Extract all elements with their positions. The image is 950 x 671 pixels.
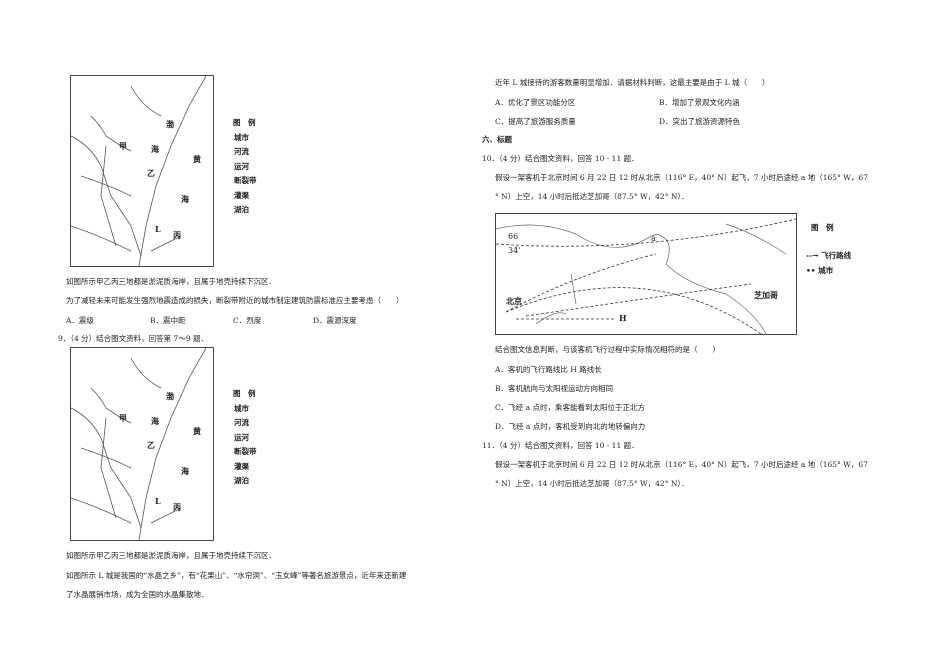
map-label: 丙 — [173, 502, 181, 512]
question-10: 10．（4 分）结合图文资料，回答 10 - 11 题． — [482, 154, 639, 163]
legend-item: 运河 — [234, 432, 249, 442]
question-stem: 结合图文信息判断，与该客机飞行过程中实际情况相符的是（ ） — [495, 345, 720, 354]
map-label: 丙 — [173, 230, 181, 240]
map-label: 海 — [151, 144, 159, 154]
paragraph: 假设一架客机于北京时间 6 月 22 日 12 时从北京（116° E，40° … — [495, 173, 868, 182]
option: A．优化了景区功能分区 — [495, 98, 576, 107]
map-legend-1: 图 例 城市 河流 运河 断裂带 灌渠 湖泊 — [218, 117, 257, 219]
legend-title: 图 例 — [233, 118, 256, 127]
section-heading: 六、标题 — [482, 135, 512, 144]
question-11: 11．（4 分）结合图文资料，回答 10 - 11 题． — [482, 441, 639, 450]
paragraph: 了水晶展销市场，成为全国的水晶集散地． — [66, 590, 209, 599]
option: D．飞经 a 点时，客机受到向北的地转偏向力 — [495, 422, 646, 431]
map-label: 北京 — [506, 296, 522, 306]
flight-route-icon: --→ — [806, 251, 822, 260]
question-8: 为了减轻未来可能发生强烈地震造成的损失，断裂带附近的城市制定建筑防震标准应主要考… — [66, 296, 404, 305]
option: B．震中距 — [150, 316, 186, 325]
legend-item: 断裂带 — [234, 176, 257, 185]
legend-item: 城市 — [818, 265, 834, 275]
map-label: 渤 — [166, 391, 174, 401]
legend-item: 湖泊 — [234, 205, 249, 214]
legend-item: 河流 — [234, 418, 249, 427]
question-9-stem: 近年 L 城接待的游客数量明显增加．请据材料判断，这最主要是由于 L 城（ ） — [495, 78, 770, 87]
legend-item: 城市 — [234, 132, 249, 142]
paragraph: 如图所示甲乙丙三地都是淤泥质海岸，且属于地壳持续下沉区． — [66, 277, 276, 286]
legend-item: 断裂带 — [234, 447, 257, 456]
legend-title: 图 例 — [233, 389, 256, 398]
map-label: 黄 — [193, 426, 201, 436]
legend-item: 运河 — [234, 161, 249, 171]
map-label: 渤 — [166, 119, 174, 129]
question-9: 9．（4 分）结合图文资料，回答第 7～9 题． — [58, 334, 208, 343]
option: B．客机航向与太阳视运动方向相同 — [495, 384, 614, 393]
option: C．提高了旅游服务质量 — [495, 117, 576, 126]
map-lines — [70, 347, 207, 541]
legend-item: 飞行路线 — [821, 251, 852, 260]
option: A．客机的飞行路线比 H 路线长 — [495, 365, 602, 374]
map-label: 乙 — [147, 440, 155, 450]
map-label: L — [155, 224, 161, 234]
map-label: H — [619, 313, 627, 323]
map-label: 34' — [508, 246, 521, 255]
paragraph: ° N）上空，14 小时后抵达芝加哥（87.5° W，42° N）． — [495, 192, 689, 201]
map-label: 甲 — [119, 141, 127, 151]
map-flight-route: 66 34' a 北京 芝加哥 H — [495, 213, 797, 335]
map-label: 乙 — [147, 168, 155, 178]
map-label: 海 — [151, 416, 159, 426]
map-label: a — [651, 234, 656, 243]
map-label: 海 — [181, 194, 189, 204]
option: D．突出了旅游资源特色 — [659, 117, 741, 126]
map-label: 黄 — [193, 154, 201, 164]
map-lines — [70, 75, 207, 267]
map-label: 甲 — [119, 413, 127, 423]
legend-item: 湖泊 — [234, 476, 249, 485]
map-label: L — [155, 496, 161, 506]
option: A．震级 — [66, 316, 94, 325]
legend-item: 城市 — [234, 403, 249, 413]
paragraph: 假设一架客机于北京时间 6 月 22 日 12 时从北京（116° E，40° … — [495, 460, 868, 469]
map-label: 芝加哥 — [754, 290, 778, 300]
map-label: 66 — [508, 232, 519, 241]
option: C．烈度 — [233, 316, 262, 325]
map-coast-1: 渤 海 黄 海 甲 乙 丙 L — [70, 75, 214, 267]
paragraph: 如图所示甲乙丙三地都是淤泥质海岸，且属于地壳持续下沉区． — [66, 551, 276, 560]
map-coast-2: 渤 海 黄 海 甲 乙 丙 L — [70, 347, 214, 541]
map-lines — [495, 218, 797, 335]
paragraph: ° N）上空，14 小时后抵达芝加哥（87.5° W，42° N）． — [495, 479, 689, 488]
option: D．震源深度 — [313, 316, 357, 325]
legend-title: 图 例 — [811, 223, 834, 232]
option: B．增加了景观文化内涵 — [659, 98, 740, 107]
paragraph: 如图所示 L 城是我国的“水晶之乡”，有“花果山”、“水帘洞”、“玉女峰”等著名… — [66, 571, 407, 580]
legend-item: 河流 — [234, 147, 249, 156]
map-label: 海 — [181, 466, 189, 476]
legend-item: 灌渠 — [234, 190, 249, 200]
city-icon: •• — [806, 265, 819, 275]
option: C．飞经 a 点时，乘客能看到太阳位于正北方 — [495, 403, 645, 412]
map-legend-2: 图 例 城市 河流 运河 断裂带 灌渠 湖泊 — [218, 388, 257, 490]
map-legend-3: 图 例 --→ 飞行路线 •• 城市 — [806, 222, 851, 279]
legend-item: 灌渠 — [234, 461, 249, 471]
